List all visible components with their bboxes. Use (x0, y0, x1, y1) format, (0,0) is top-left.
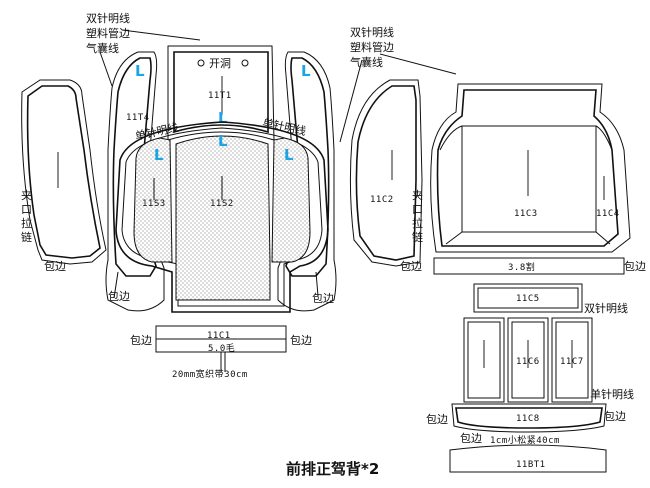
note-binding-3: 包边 (312, 292, 334, 305)
note-double-stitch-c5: 双针明线 (584, 301, 628, 315)
label-11C8: 11C8 (516, 414, 540, 424)
annotations: 双针明线 塑料管边 气囊线 双针明线 塑料管边 气囊线 夹 口 拉 链 夹 口 … (21, 11, 646, 445)
piece-11T1: 开洞 11T1 L (167, 45, 275, 141)
note-binding-9: 包边 (604, 410, 626, 423)
note-binding-6: 包边 (400, 260, 422, 273)
piece-11C1: 11C1 5.0毛 20mm宽织带30cm (155, 325, 287, 380)
note-airbag-line-left: 气囊线 (86, 41, 119, 55)
note-binding-4: 包边 (130, 334, 152, 347)
note-binding-7: 包边 (624, 260, 646, 273)
piece-11C3: 11C3 11C4 3.8割 (430, 83, 631, 275)
label-11C4: 11C4 (596, 209, 620, 219)
label-11S2: 11S2 (210, 199, 234, 209)
note-plastic-piping-right: 塑料管边 (350, 40, 394, 54)
label-11T1: 11T1 (208, 91, 232, 101)
label-11C3: 11C3 (514, 209, 538, 219)
open-hole-label: 开洞 (209, 57, 231, 70)
note-double-stitch-left: 双针明线 (86, 11, 130, 25)
label-11C2: 11C2 (370, 195, 394, 205)
note-zipper-right-3: 拉 (412, 216, 423, 230)
hair-5-0: 5.0毛 (208, 342, 235, 354)
note-zipper-right-1: 夹 (412, 189, 423, 202)
label-11T4: 11T4 (126, 113, 150, 123)
strap-note: 20mm宽织带30cm (172, 368, 248, 380)
piece-11BT1: 11BT1 (449, 444, 607, 473)
note-single-stitch-c8: 单针明线 (590, 387, 634, 401)
cut-3-8: 3.8割 (508, 261, 535, 273)
note-binding-1: 包边 (44, 260, 66, 273)
label-11C5: 11C5 (516, 294, 540, 304)
label-11S3: 11S3 (142, 199, 166, 209)
marker-L-center: L (218, 132, 228, 150)
note-binding-10: 包边 (460, 432, 482, 445)
note-double-stitch-right: 双针明线 (350, 25, 394, 39)
marker-L-left-strip: L (135, 62, 145, 80)
marker-L-right-strip: L (301, 62, 311, 80)
note-binding-8: 包边 (426, 413, 448, 426)
left-side-panel (21, 79, 107, 265)
pieces-11C6-11C7: 11C6 11C7 (463, 317, 593, 403)
note-binding-2: 包边 (108, 290, 130, 303)
marker-L-left-bolster: L (154, 146, 164, 164)
marker-L-right-bolster: L (284, 146, 294, 164)
marker-L-top: L (218, 109, 228, 127)
note-zipper-left-4: 链 (21, 230, 32, 244)
sheet-title: 前排正驾背*2 (286, 460, 379, 478)
note-zipper-left-1: 夹 (21, 189, 32, 202)
note-plastic-piping-left: 塑料管边 (86, 26, 130, 40)
note-airbag-line-right: 气囊线 (350, 55, 383, 69)
label-11BT1: 11BT1 (516, 460, 546, 470)
note-zipper-right-4: 链 (412, 230, 423, 244)
note-zipper-left-3: 拉 (21, 216, 32, 230)
elastic-note: 1cm小松紧40cm (490, 434, 560, 446)
label-11C6: 11C6 (516, 357, 540, 367)
label-11C7: 11C7 (560, 357, 584, 367)
seat-back-body: 11S3 11S2 L L L 单针明线 单针明线 (115, 115, 329, 313)
note-binding-5: 包边 (290, 334, 312, 347)
note-zipper-left-2: 口 (21, 203, 32, 216)
leader-lines (99, 29, 457, 299)
note-zipper-right-2: 口 (412, 203, 423, 216)
piece-11C2: 11C2 (349, 79, 423, 267)
piece-11C8: 11C8 1cm小松紧40cm (451, 403, 607, 446)
single-stitch-note-right: 单针明线 (261, 115, 307, 138)
piece-11C5: 11C5 (473, 283, 583, 313)
label-11C1: 11C1 (207, 331, 231, 341)
